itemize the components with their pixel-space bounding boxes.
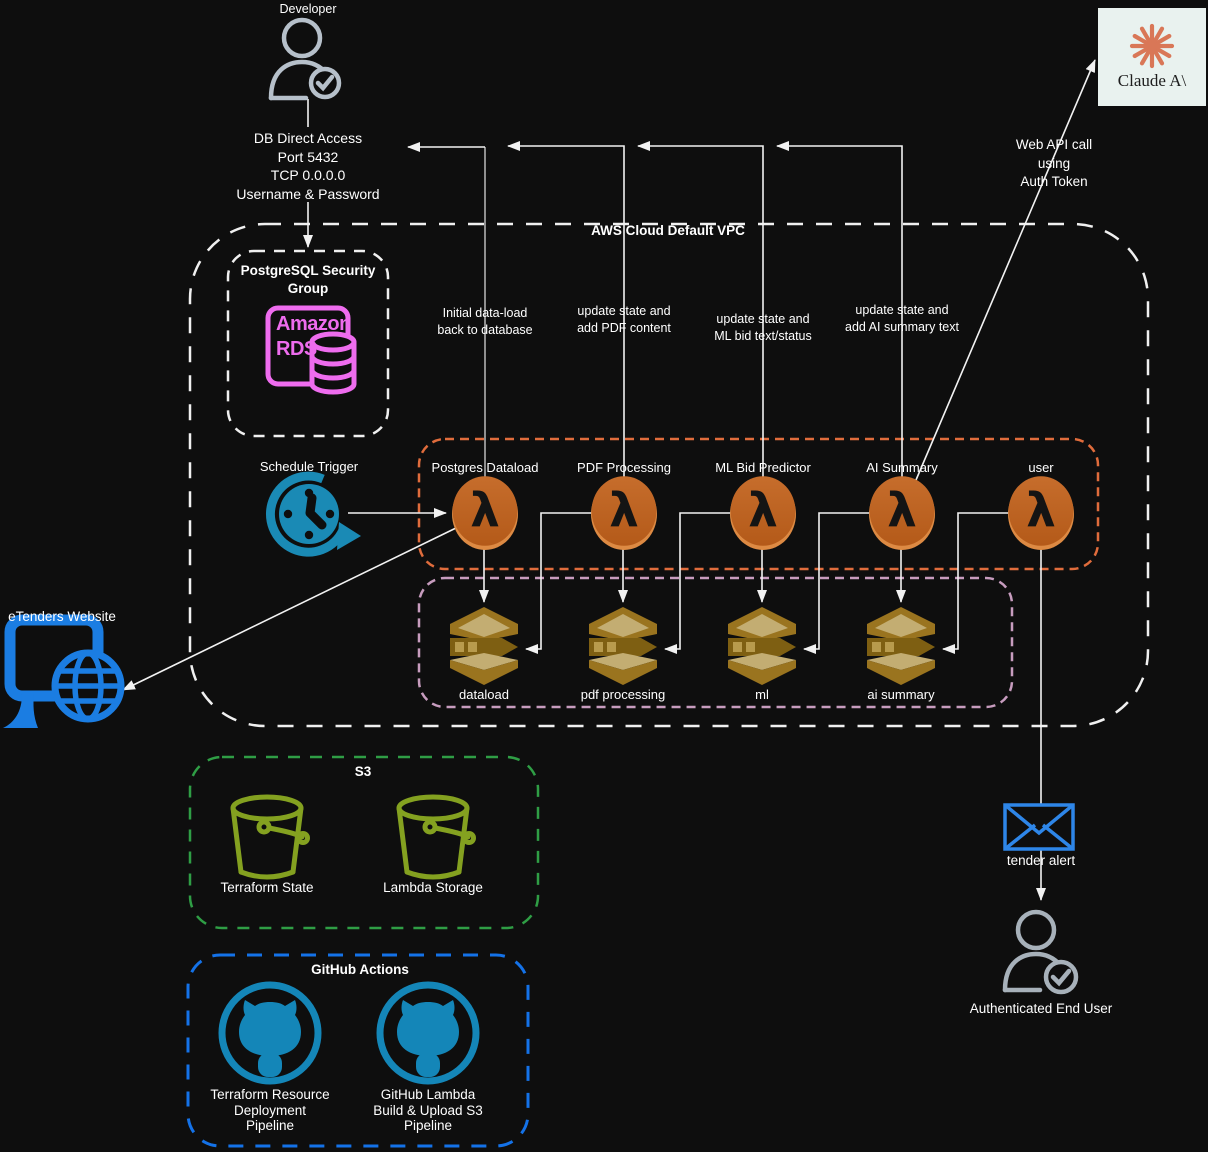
envelope-icon[interactable]: [1003, 803, 1075, 851]
developer-label: Developer: [279, 2, 337, 16]
clock-schedule-icon[interactable]: [266, 471, 361, 557]
ecr-group-boundary[interactable]: [417, 576, 1014, 709]
pdf-to-dataload-repo-arrow: [525, 512, 592, 654]
lambda-label-postgres-dataload: Postgres Dataload: [431, 460, 539, 475]
end-user-check-badge-icon: [1043, 959, 1079, 995]
end-user-label: Authenticated End User: [969, 1001, 1113, 1016]
rds-label-rds: RDS: [276, 338, 317, 360]
github-actions-title: GitHub Actions: [311, 962, 409, 977]
bucket-icon-lambda-storage[interactable]: [396, 794, 476, 880]
octocat-icons: [218, 981, 480, 1085]
monitor-globe-icon[interactable]: [3, 614, 125, 728]
end-user-icon[interactable]: [1002, 909, 1079, 995]
lambda-icon-ai-summary[interactable]: [869, 476, 935, 550]
s3-group-boundary[interactable]: [188, 755, 540, 930]
claude-starburst-icon: [1129, 23, 1175, 69]
user-to-ai-repo-arrow: [942, 512, 1009, 654]
lambda-label-pdf-processing: PDF Processing: [577, 460, 671, 475]
ecr-label-ai-summary: ai summary: [867, 687, 935, 702]
ecr-icons: [450, 607, 935, 685]
lambda-glyph: λ: [748, 483, 778, 539]
tender-alert-label: tender alert: [1006, 853, 1076, 868]
github-octocat-icon-terraform[interactable]: [218, 981, 322, 1085]
vpc-title: AWS Cloud Default VPC: [591, 223, 745, 238]
lambda-glyph: λ: [887, 483, 917, 539]
bucket-icon-terraform-state[interactable]: [230, 794, 310, 880]
bucket-icons: [230, 794, 476, 880]
lambda-glyph: λ: [609, 483, 639, 539]
lambda-glyph: λ: [470, 483, 500, 539]
security-group-title: PostgreSQL Security Group: [240, 263, 376, 296]
developer-icon[interactable]: [268, 17, 342, 101]
vpc-boundary[interactable]: [188, 222, 1150, 728]
ecr-repo-icon-ml[interactable]: [728, 607, 796, 685]
lambda-icons: [452, 476, 1074, 550]
clock-swoosh-arrowhead: [337, 522, 361, 550]
connectors: [122, 59, 1096, 901]
s3-title: S3: [354, 764, 372, 779]
globe-icon: [51, 649, 125, 723]
ecr-repo-icon-dataload[interactable]: [450, 607, 518, 685]
lambda-icon-user[interactable]: [1008, 476, 1074, 550]
ml-return-arrow: [637, 141, 764, 477]
rds-label-amazon: Amazon: [276, 313, 351, 335]
ai-to-ml-repo-arrow: [803, 512, 870, 654]
flow-note-ai: update state and add AI summary text: [845, 303, 959, 334]
etenders-label: eTenders Website: [8, 609, 116, 624]
lambda-to-etenders-arrow: [122, 527, 457, 691]
rds-icon[interactable]: [265, 305, 357, 395]
web-api-note: Web API call using Auth Token: [1015, 137, 1093, 189]
lambda-group-boundary[interactable]: [417, 437, 1100, 571]
lambda-label-ai-summary: AI Summary: [866, 460, 938, 475]
lambda-icon-ml-bid-predictor[interactable]: [730, 476, 796, 550]
ai-to-claude-arrow: [915, 59, 1096, 481]
ml-to-pdf-repo-arrow: [664, 512, 731, 654]
github-octocat-icon-lambda-build[interactable]: [376, 981, 480, 1085]
pdf-return-arrow: [507, 141, 625, 477]
schedule-trigger-label: Schedule Trigger: [259, 459, 359, 474]
lambda-icon-postgres-dataload[interactable]: [452, 476, 518, 550]
pipeline-label-terraform: Terraform Resource Deployment Pipeline: [210, 1087, 330, 1133]
claude-wordmark: Claude A\: [1117, 71, 1187, 90]
db-access-note: DB Direct Access Port 5432 TCP 0.0.0.0 U…: [236, 130, 380, 202]
flow-note-initial-dataload: Initial data-load back to database: [437, 306, 533, 337]
flow-note-ml: update state and ML bid text/status: [714, 312, 812, 343]
lambda-glyph: λ: [1026, 483, 1056, 539]
github-group-boundary[interactable]: [186, 953, 530, 1148]
ecr-label-dataload: dataload: [459, 687, 509, 702]
ecr-label-pdf-processing: pdf processing: [580, 687, 666, 702]
ai-return-arrow: [776, 141, 903, 477]
lambda-label-ml-bid-predictor: ML Bid Predictor: [715, 460, 811, 475]
bucket-label-lambda-storage: Lambda Storage: [383, 880, 483, 895]
lambda-label-user: user: [1028, 460, 1054, 475]
lambda-icon-pdf-processing[interactable]: [591, 476, 657, 550]
ecr-repo-icon-ai-summary[interactable]: [867, 607, 935, 685]
developer-check-badge-icon: [308, 66, 342, 100]
ecr-label-ml: ml: [755, 687, 769, 702]
flow-note-pdf: update state and add PDF content: [577, 304, 671, 335]
ecr-repo-icon-pdf-processing[interactable]: [589, 607, 657, 685]
claude-logo[interactable]: Claude A\: [1098, 8, 1206, 106]
bucket-label-terraform-state: Terraform State: [220, 880, 314, 895]
pipeline-label-lambda-build: GitHub Lambda Build & Upload S3 Pipeline: [373, 1087, 483, 1133]
